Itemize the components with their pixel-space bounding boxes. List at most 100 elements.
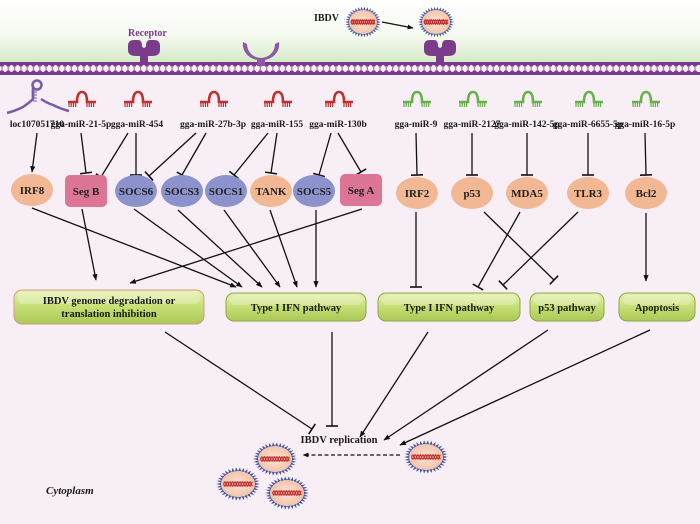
virus-icon — [253, 442, 297, 476]
edges — [30, 132, 653, 446]
edge-m130b-SegA — [337, 132, 367, 176]
edge-ifn1-replication — [326, 332, 338, 427]
regulator-label: gga-miR-21-5p — [51, 120, 112, 130]
edge-m454-SegB — [95, 132, 129, 181]
target-row: IRF8 Seg B SOCS6 SOCS3 SOCS1 TANK SOCS5 Seg A IR… — [11, 174, 667, 209]
virus-icon — [404, 440, 448, 474]
pathway-ifn1: Type I IFN pathway — [225, 292, 367, 322]
edge-m16-Bcl2 — [639, 132, 653, 176]
node-TLR3: TLR3 — [567, 177, 609, 209]
virus-icon — [265, 476, 309, 510]
regulator-m142: gga-miR-142-5p — [494, 90, 560, 130]
edge-SegA-genome — [129, 208, 363, 284]
pathway-ifn2: Type I IFN pathway — [377, 292, 521, 322]
edge-SOCS6-ifn1 — [133, 208, 243, 288]
pathway-label: p53 pathway — [538, 303, 596, 314]
node-label: TLR3 — [574, 188, 603, 200]
edge-m454-SOCS6 — [130, 133, 142, 176]
edge-ifn2-replication — [359, 331, 429, 438]
edge-m2127-p53 — [466, 133, 478, 176]
edge-SOCS3-ifn1 — [177, 209, 263, 288]
edge-MDA5-ifn2 — [472, 211, 521, 291]
replication-label: IBDV replication — [301, 435, 378, 446]
cytoplasm-label: Cytoplasm — [46, 485, 94, 497]
edge-apop-replication — [399, 329, 651, 446]
regulator-label: gga-miR-2127 — [444, 120, 501, 130]
node-SOCS5: SOCS5 — [293, 175, 335, 207]
edge-m155-SOCS1 — [228, 132, 269, 180]
virus-icon — [418, 6, 454, 38]
regulator-m155: gga-miR-155 — [251, 90, 303, 130]
edge-p53-p53p — [483, 211, 559, 285]
node-IRF2: IRF2 — [396, 177, 438, 209]
node-label: p53 — [463, 188, 481, 200]
node-label: Seg A — [348, 185, 375, 197]
node-label: MDA5 — [511, 188, 543, 200]
edge-IRF2-ifn2 — [410, 212, 422, 288]
regulator-loc: loc107051710 — [6, 79, 70, 130]
edge-IRF8-ifn1 — [31, 207, 237, 288]
node-SOCS3: SOCS3 — [161, 175, 203, 207]
node-label: TANK — [256, 186, 287, 198]
node-p53: p53 — [451, 177, 493, 209]
pathway-label: translation inhibition — [61, 309, 157, 320]
regulator-m130b: gga-miR-130b — [309, 90, 367, 130]
ibdv-label-top: IBDV — [314, 13, 340, 24]
virus-entry-arrow — [381, 21, 414, 30]
receptor-left — [128, 40, 160, 62]
pathway-genome: IBDV genome degradation or translation in… — [13, 289, 205, 325]
pathway-apop: Apoptosis — [618, 292, 696, 322]
node-label: SOCS5 — [297, 186, 332, 198]
node-SOCS6: SOCS6 — [115, 175, 157, 207]
regulator-label: gga-miR-16-5p — [615, 120, 676, 130]
node-Bcl2: Bcl2 — [625, 177, 667, 209]
pathway-label: Type I IFN pathway — [251, 303, 342, 314]
edge-m27b-SOCS6 — [144, 132, 197, 181]
edge-m155-TANK — [264, 132, 278, 175]
regulator-label: gga-miR-130b — [309, 120, 367, 130]
edge-p53p-replication — [383, 329, 549, 441]
node-MDA5: MDA5 — [506, 177, 548, 209]
regulator-m16: gga-miR-16-5p — [615, 90, 676, 130]
node-label: SOCS3 — [165, 186, 200, 198]
virus-group — [216, 6, 454, 510]
node-label: IRF2 — [405, 188, 430, 200]
edge-m142-MDA5 — [521, 133, 533, 176]
regulator-m9: gga-miR-9 — [395, 90, 438, 130]
regulator-m21: gga-miR-21-5p — [51, 90, 112, 130]
regulator-m6655: gga-miR-6655-5p — [553, 90, 623, 130]
node-label: SOCS1 — [209, 186, 243, 198]
node-SegA: Seg A — [340, 174, 382, 206]
node-label: SOCS6 — [119, 186, 154, 198]
edge-m27b-SOCS3 — [176, 132, 207, 179]
edge-SegB-genome — [81, 208, 98, 281]
regulator-label: gga-miR-6655-5p — [553, 120, 623, 130]
edge-TANK-ifn1 — [269, 209, 298, 288]
node-label: IRF8 — [20, 185, 45, 197]
edge-m6655-TLR3 — [582, 133, 594, 176]
regulator-label: gga-miR-142-5p — [494, 120, 559, 130]
virus-icon — [216, 467, 260, 501]
receptor-label: Receptor — [128, 28, 167, 39]
pathway-label: Type I IFN pathway — [404, 303, 495, 314]
node-IRF8: IRF8 — [11, 174, 53, 206]
edge-TLR3-ifn2 — [498, 211, 579, 290]
edge-genome-replication — [164, 331, 316, 435]
regulator-label: loc107051710 — [10, 120, 65, 130]
node-TANK: TANK — [250, 175, 292, 207]
receptor-right — [424, 40, 456, 62]
regulator-m27b: gga-miR-27b-3p — [180, 90, 246, 130]
node-SegB: Seg B — [65, 175, 107, 207]
cell-membrane — [0, 62, 700, 75]
pathway-label: IBDV genome degradation or — [43, 296, 176, 307]
pathway-p53p: p53 pathway — [529, 292, 605, 322]
regulator-label: gga-miR-454 — [111, 120, 163, 130]
pathway-label: Apoptosis — [635, 303, 679, 314]
edge-loc-IRF8 — [30, 132, 38, 173]
receptor-middle — [242, 42, 280, 66]
regulator-m454: gga-miR-454 — [111, 90, 163, 130]
regulator-label: gga-miR-9 — [395, 120, 438, 130]
